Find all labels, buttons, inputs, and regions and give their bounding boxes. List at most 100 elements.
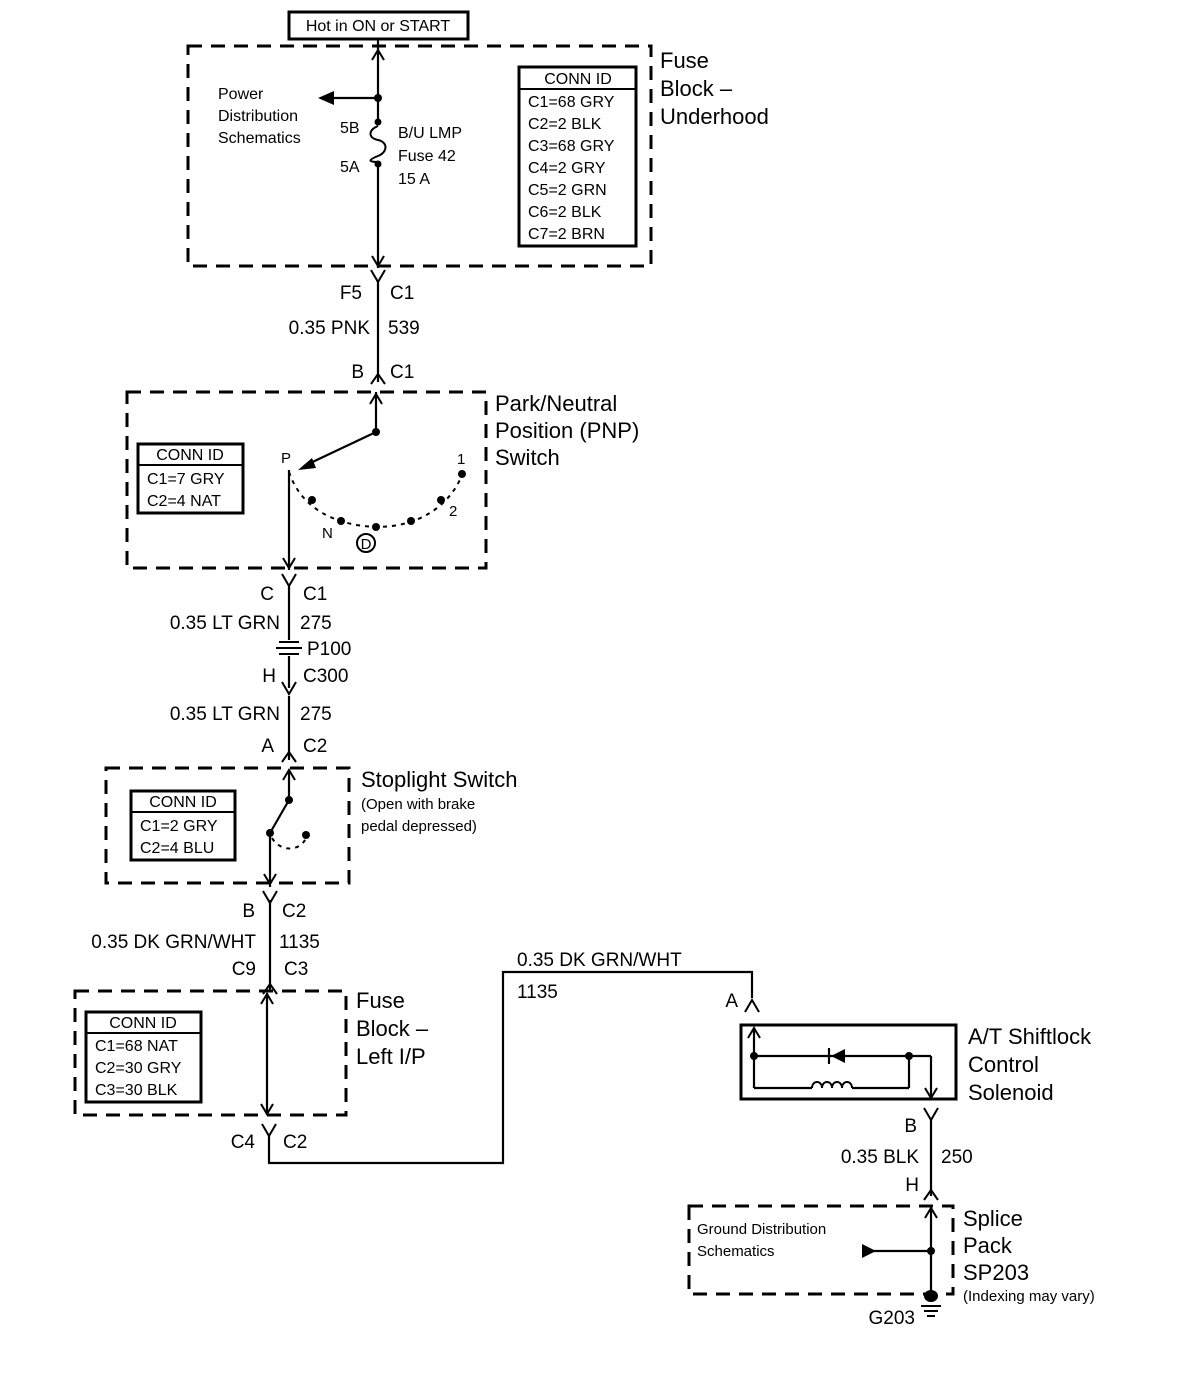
conn-id-row: C4=2 GRY xyxy=(528,160,606,177)
connector-a-shiftlock xyxy=(744,998,760,1013)
stoplight-out-arrow xyxy=(263,873,277,886)
wire-250-circuit: 250 xyxy=(941,1147,973,1168)
fuse-icon xyxy=(369,125,387,163)
pnp-pos-n: N xyxy=(322,525,333,542)
stoplight-switch-box xyxy=(104,766,351,885)
stoplight-in-arrow xyxy=(282,768,296,781)
conn-id-row: C6=2 BLK xyxy=(528,204,602,221)
conn-id-row: C2=4 NAT xyxy=(147,493,221,510)
supply-label-box xyxy=(287,10,470,41)
wire-1135b-circuit: 1135 xyxy=(517,982,558,1003)
wire-1135b-gauge: 0.35 DK GRN/WHT xyxy=(517,950,682,971)
conn-id-row: C2=4 BLU xyxy=(140,840,214,857)
fuse-block-underhood-name-3: Underhood xyxy=(660,104,769,129)
shiftlock-name-1: A/T Shiftlock xyxy=(968,1024,1092,1049)
fuse-block-left-out-conn: C2 xyxy=(283,1132,307,1153)
wire-250-top-pin: B xyxy=(904,1116,917,1137)
stoplight-note-2: pedal depressed) xyxy=(361,818,477,835)
pnp-wiper xyxy=(303,431,377,467)
stoplight-arc xyxy=(271,837,307,850)
stoplight-open-contact xyxy=(302,831,310,839)
wire-1135a-circuit: 1135 xyxy=(279,932,320,953)
fuse-block-left-box xyxy=(73,989,348,1117)
power-ref-1: Power xyxy=(218,86,264,103)
conn-id-left-box xyxy=(84,1010,203,1104)
conn-id-stoplight-box xyxy=(129,789,237,862)
wire-275b-gauge: 0.35 LT GRN xyxy=(170,704,280,725)
wire-1135a-gauge: 0.35 DK GRN/WHT xyxy=(91,932,256,953)
wire-1135a-top-pin: B xyxy=(242,901,255,922)
fuse-block-left-out-arrow xyxy=(260,1103,274,1116)
fuse-block-left-in-arrow xyxy=(260,992,274,1005)
conn-id-row: C5=2 GRN xyxy=(528,182,607,199)
supply-label: Hot in ON or START xyxy=(306,18,451,35)
fuse-label-3: 15 A xyxy=(398,171,430,188)
wire-275a-inline: P100 xyxy=(307,639,351,660)
pnp-contact-n xyxy=(337,517,345,525)
pnp-pos-2: 2 xyxy=(449,503,457,520)
pnp-contact-3 xyxy=(407,517,415,525)
conn-id-underhood-box xyxy=(517,65,638,248)
pnp-contact-1 xyxy=(458,470,466,478)
conn-id-row: C1=68 NAT xyxy=(95,1038,178,1055)
conn-id-underhood-header: CONN ID xyxy=(544,71,612,88)
wire-1135a-top-conn: C2 xyxy=(282,901,306,922)
pnp-contact-d xyxy=(372,523,380,531)
wire-250-gauge: 0.35 BLK xyxy=(841,1147,919,1168)
fuse-out-arrow xyxy=(371,255,385,268)
ground-icon xyxy=(921,1305,941,1317)
wire-539-top-conn: C1 xyxy=(390,283,414,304)
ground-bolt-icon xyxy=(924,1290,938,1302)
pnp-out-arrow xyxy=(282,557,296,570)
pnp-switch-name-1: Park/Neutral xyxy=(495,391,617,416)
pnp-switch-name-2: Position (PNP) xyxy=(495,418,639,443)
power-ref-3: Schematics xyxy=(218,130,301,147)
shiftlock-name-2: Control xyxy=(968,1052,1039,1077)
fuse-block-left-name-3: Left I/P xyxy=(356,1044,426,1069)
conn-id-row: C7=2 BRN xyxy=(528,226,605,243)
shiftlock-box xyxy=(739,1023,958,1101)
fuse-label-1: B/U LMP xyxy=(398,125,462,142)
stoplight-blade xyxy=(269,799,290,834)
pnp-drive-circle xyxy=(356,533,376,553)
wire-539-bottom-pin: B xyxy=(351,362,364,383)
stoplight-note-1: (Open with brake xyxy=(361,796,475,813)
conn-id-stoplight-header: CONN ID xyxy=(149,794,217,811)
pnp-switch-box xyxy=(125,390,488,570)
wire-539-gauge: 0.35 PNK xyxy=(289,318,371,339)
stoplight-switch-name: Stoplight Switch xyxy=(361,767,518,792)
conn-id-pnp-box xyxy=(136,442,245,515)
splice-pack-name-3: SP203 xyxy=(963,1260,1029,1285)
wire-275a-top-conn: C1 xyxy=(303,584,327,605)
wire-275a-bottom-pin: H xyxy=(262,666,276,687)
power-ref-arrow-icon xyxy=(318,91,334,105)
pnp-switch-name-3: Switch xyxy=(495,445,560,470)
fuse-block-left-out-pin: C4 xyxy=(231,1132,256,1153)
splice-in-arrow xyxy=(924,1206,938,1219)
pnp-contact-2 xyxy=(437,496,445,504)
inline-connector-icon xyxy=(276,641,302,655)
connector-c1-bottom xyxy=(370,372,386,385)
wire-539-circuit: 539 xyxy=(388,318,420,339)
fuse-terminal-top xyxy=(374,118,382,126)
wire-1135a-bottom-conn: C3 xyxy=(284,959,308,980)
conn-id-row: C1=7 GRY xyxy=(147,471,225,488)
pnp-pos-1: 1 xyxy=(457,451,465,468)
fuse-block-underhood-name-2: Block – xyxy=(660,76,733,101)
wire-539-top-pin: F5 xyxy=(340,283,362,304)
wire-275b-bottom-pin: A xyxy=(261,736,274,757)
fuse-terminal-top-label: 5B xyxy=(340,120,360,137)
conn-id-row: C3=68 GRY xyxy=(528,138,615,155)
conn-id-pnp-header: CONN ID xyxy=(156,447,224,464)
splice-pack-note: (Indexing may vary) xyxy=(963,1288,1095,1305)
connector-h-arrow xyxy=(281,681,297,696)
fuse-block-underhood-box xyxy=(186,44,653,268)
shiftlock-in-arrow xyxy=(747,1026,761,1039)
conn-id-row: C1=2 GRY xyxy=(140,818,218,835)
wire-275b-bottom-conn: C2 xyxy=(303,736,327,757)
splice-pack-name-2: Pack xyxy=(963,1233,1013,1258)
conn-id-row: C1=68 GRY xyxy=(528,94,615,111)
wire-1135a-bottom-pin: C9 xyxy=(232,959,256,980)
shiftlock-name-3: Solenoid xyxy=(968,1080,1054,1105)
fuse-terminal-bottom-label: 5A xyxy=(340,159,360,176)
